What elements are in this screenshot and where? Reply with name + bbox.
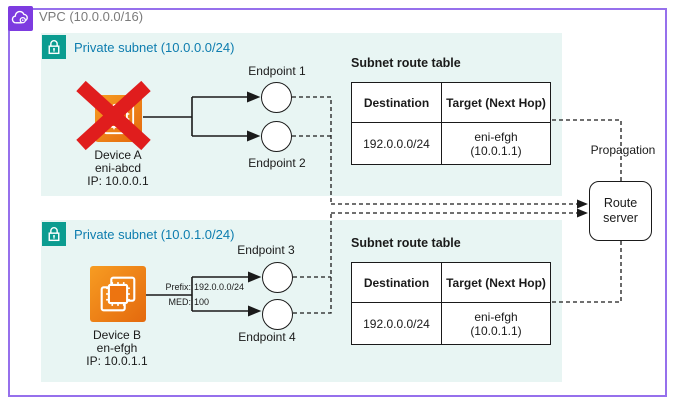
vpc-title: VPC (10.0.0.0/16) — [39, 9, 144, 24]
device-a-ip: IP: 10.0.0.1 — [87, 174, 149, 188]
endpoint-4-label: Endpoint 4 — [238, 330, 296, 344]
endpoint-1-label: Endpoint 1 — [248, 64, 306, 78]
target-eni: eni-efgh — [474, 129, 518, 144]
table-row: 192.0.0.0/24 eni-efgh (10.0.1.1) — [351, 302, 551, 345]
subnet-1-title: Private subnet (10.0.0.0/24) — [74, 40, 235, 55]
device-b-network-interface-icon — [90, 266, 146, 322]
endpoint-2-label: Endpoint 2 — [248, 156, 306, 170]
endpoint-3-node — [262, 262, 293, 293]
route-table-1-target-header: Target (Next Hop) — [441, 82, 551, 123]
route-table-2-target-value: eni-efgh (10.0.1.1) — [441, 302, 551, 345]
route-table-1-destination-value: 192.0.0.0/24 — [351, 122, 442, 165]
subnet-2-lock-icon — [42, 222, 66, 246]
vpc-boundary — [8, 8, 667, 397]
endpoint-4-node — [262, 299, 293, 330]
device-a-label: Device A eni-abcd IP: 10.0.0.1 — [62, 149, 174, 188]
route-table-2-target-header: Target (Next Hop) — [441, 262, 551, 303]
device-a-name: Device A — [94, 148, 142, 162]
route-table-2-title: Subnet route table — [351, 236, 461, 250]
route-table-1-destination-header: Destination — [351, 82, 442, 123]
endpoint-1-node — [261, 82, 292, 113]
propagation-label: Propagation — [590, 143, 656, 157]
prefix-label: Prefix: — [165, 282, 191, 292]
device-b-eni: en-efgh — [96, 341, 138, 355]
route-table-1-title: Subnet route table — [351, 56, 461, 70]
route-server-node: Route server — [589, 181, 652, 241]
endpoint-3-label: Endpoint 3 — [237, 243, 295, 257]
device-a-eni: eni-abcd — [94, 161, 142, 175]
med-value: 100 — [194, 297, 210, 307]
device-b-name: Device B — [92, 328, 142, 342]
route-table-1-target-value: eni-efgh (10.0.1.1) — [441, 122, 551, 165]
target-ip: (10.0.1.1) — [470, 323, 522, 338]
table-row: 192.0.0.0/24 eni-efgh (10.0.1.1) — [351, 122, 551, 165]
bgp-advertisement: Prefix: 192.0.0.0/24 MED: 100 — [159, 280, 244, 310]
prefix-value: 192.0.0.0/24 — [194, 282, 245, 292]
route-table-2-destination-header: Destination — [351, 262, 442, 303]
target-ip: (10.0.1.1) — [470, 143, 522, 158]
subnet-1-lock-icon — [42, 35, 66, 59]
vpc-cloud-icon — [8, 6, 33, 31]
target-eni: eni-efgh — [474, 309, 518, 324]
subnet-2-title: Private subnet (10.0.1.0/24) — [74, 227, 235, 242]
endpoint-2-node — [261, 121, 292, 152]
device-a-red-x-icon — [73, 78, 154, 153]
med-label: MED: — [168, 297, 192, 307]
route-table-1: Destination Target (Next Hop) 192.0.0.0/… — [351, 82, 551, 165]
route-table-2-destination-value: 192.0.0.0/24 — [351, 302, 442, 345]
route-table-2: Destination Target (Next Hop) 192.0.0.0/… — [351, 262, 551, 345]
device-b-ip: IP: 10.0.1.1 — [86, 354, 148, 368]
device-b-label: Device B en-efgh IP: 10.0.1.1 — [61, 329, 173, 368]
